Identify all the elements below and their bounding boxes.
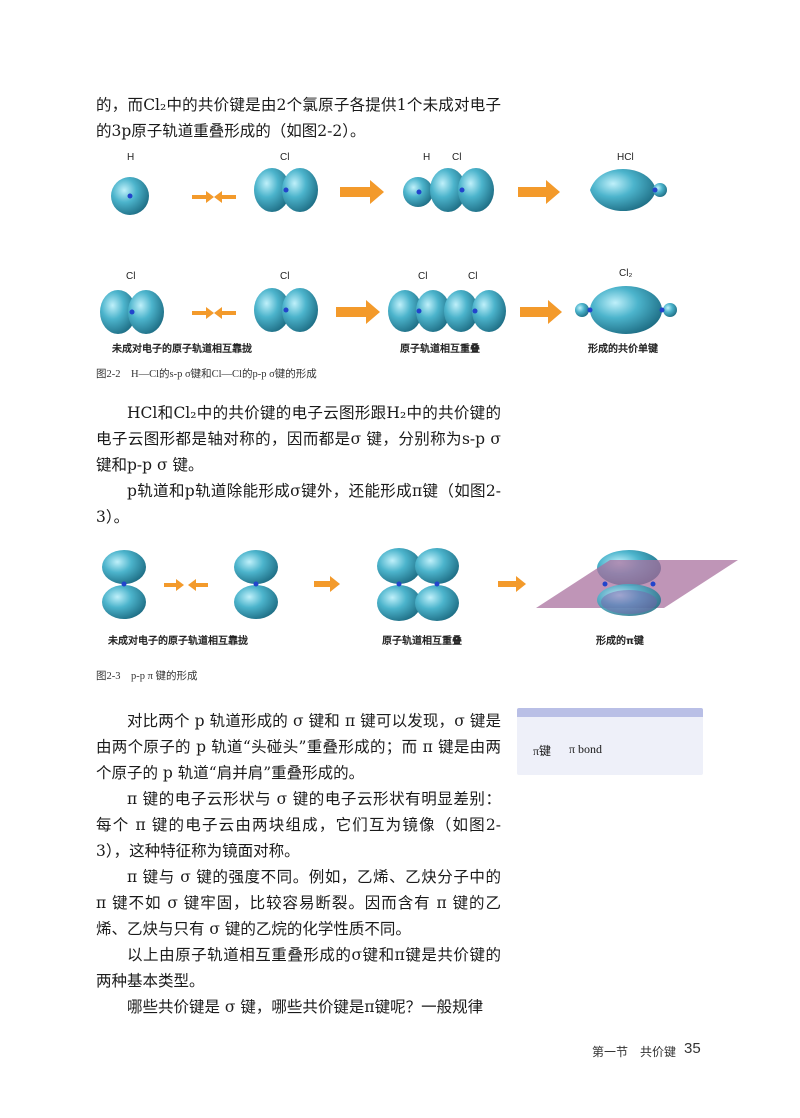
pi-stage-label-repel: 未成对电子的原子轨道相互靠拢 xyxy=(108,636,248,647)
right-arrow-3 xyxy=(336,300,380,324)
label-hcl: HCl xyxy=(617,152,634,163)
label-cl-row2-c: Cl xyxy=(418,271,428,282)
figure-2-2-caption: 图2-2 H—Cl的s-p σ键和Cl—Cl的p-p σ键的形成 xyxy=(96,369,317,380)
label-h: H xyxy=(127,152,135,163)
stage-label-overlap: 原子轨道相互重叠 xyxy=(400,344,480,355)
paragraph-axial-symmetry: HCl和Cl₂中的共价键的电子云图形跟H₂中的共价键的电子云图形都是轴对称的，因… xyxy=(96,404,501,474)
cl2-bond xyxy=(575,286,677,334)
paragraph-mirror-symmetry: π 键的电子云形状与 σ 键的电子云形状有明显差别：每个 π 键的电子云由两块组… xyxy=(96,790,501,860)
glossary-term-cn: π键 xyxy=(533,744,552,758)
label-cl-pair: Cl xyxy=(452,152,462,163)
pi-stage-label-result: 形成的π键 xyxy=(596,636,644,647)
stage-label-result: 形成的共价单键 xyxy=(588,344,658,355)
paragraph-intro: 的，而Cl₂中的共价键是由2个氯原子各提供1个未成对电子的3p原子轨道重叠形成的… xyxy=(96,96,501,140)
label-cl: Cl xyxy=(280,152,290,163)
h-s-orbital xyxy=(111,177,149,215)
cl-cl-overlap xyxy=(388,290,506,332)
figure-2-3-caption: 图2-3 p-p π 键的形成 xyxy=(96,671,198,682)
h-cl-overlap xyxy=(403,168,494,212)
stage-label-repel: 未成对电子的原子轨道相互靠拢 xyxy=(112,344,252,355)
pi-bond-with-plane xyxy=(536,550,738,616)
cl-p-orbital-1 xyxy=(254,168,318,212)
p-orbital-vertical-2 xyxy=(234,550,278,619)
glossary-box: π键 π bond xyxy=(517,708,703,775)
label-cl2: Cl₂ xyxy=(619,268,633,279)
pi-stage-label-overlap: 原子轨道相互重叠 xyxy=(382,636,462,647)
approach-arrows-1 xyxy=(192,191,236,203)
paragraph-bond-strength: π 键与 σ 键的强度不同。例如，乙烯、乙炔分子中的 π 键不如 σ 键牢固，比… xyxy=(96,868,501,938)
right-arrow-6 xyxy=(498,576,526,592)
paragraph-basic-types: 以上由原子轨道相互重叠形成的σ键和π键是共价键的两种基本类型。 xyxy=(96,946,501,990)
label-cl-row2-a: Cl xyxy=(126,271,136,282)
label-cl-row2-d: Cl xyxy=(468,271,478,282)
paragraph-pi-bond-intro: p轨道和p轨道除能形成σ键外，还能形成π键（如图2-3）。 xyxy=(96,482,501,526)
approach-arrows-2 xyxy=(192,307,236,319)
footer-section-title: 第一节 共价键 xyxy=(592,1045,677,1059)
cl-p-orbital-2 xyxy=(100,290,164,334)
page-number: 35 xyxy=(684,1040,701,1057)
paragraph-head-to-head: 对比两个 p 轨道形成的 σ 键和 π 键可以发现，σ 键是由两个原子的 p 轨… xyxy=(96,712,501,782)
hcl-bond xyxy=(590,168,667,212)
right-arrow-2 xyxy=(518,180,560,204)
right-arrow-1 xyxy=(340,180,384,204)
paragraph-question: 哪些共价键是 σ 键，哪些共价键是π键呢？一般规律 xyxy=(127,998,484,1016)
label-h-pair: H xyxy=(423,152,431,163)
p-orbital-vertical-1 xyxy=(102,550,146,619)
approach-arrows-3 xyxy=(164,579,208,591)
right-arrow-4 xyxy=(520,300,562,324)
right-arrow-5 xyxy=(314,576,340,592)
label-cl-row2-b: Cl xyxy=(280,271,290,282)
cl-p-orbital-3 xyxy=(254,288,318,332)
glossary-term-en: π bond xyxy=(569,742,603,756)
p-p-side-overlap xyxy=(377,548,459,621)
